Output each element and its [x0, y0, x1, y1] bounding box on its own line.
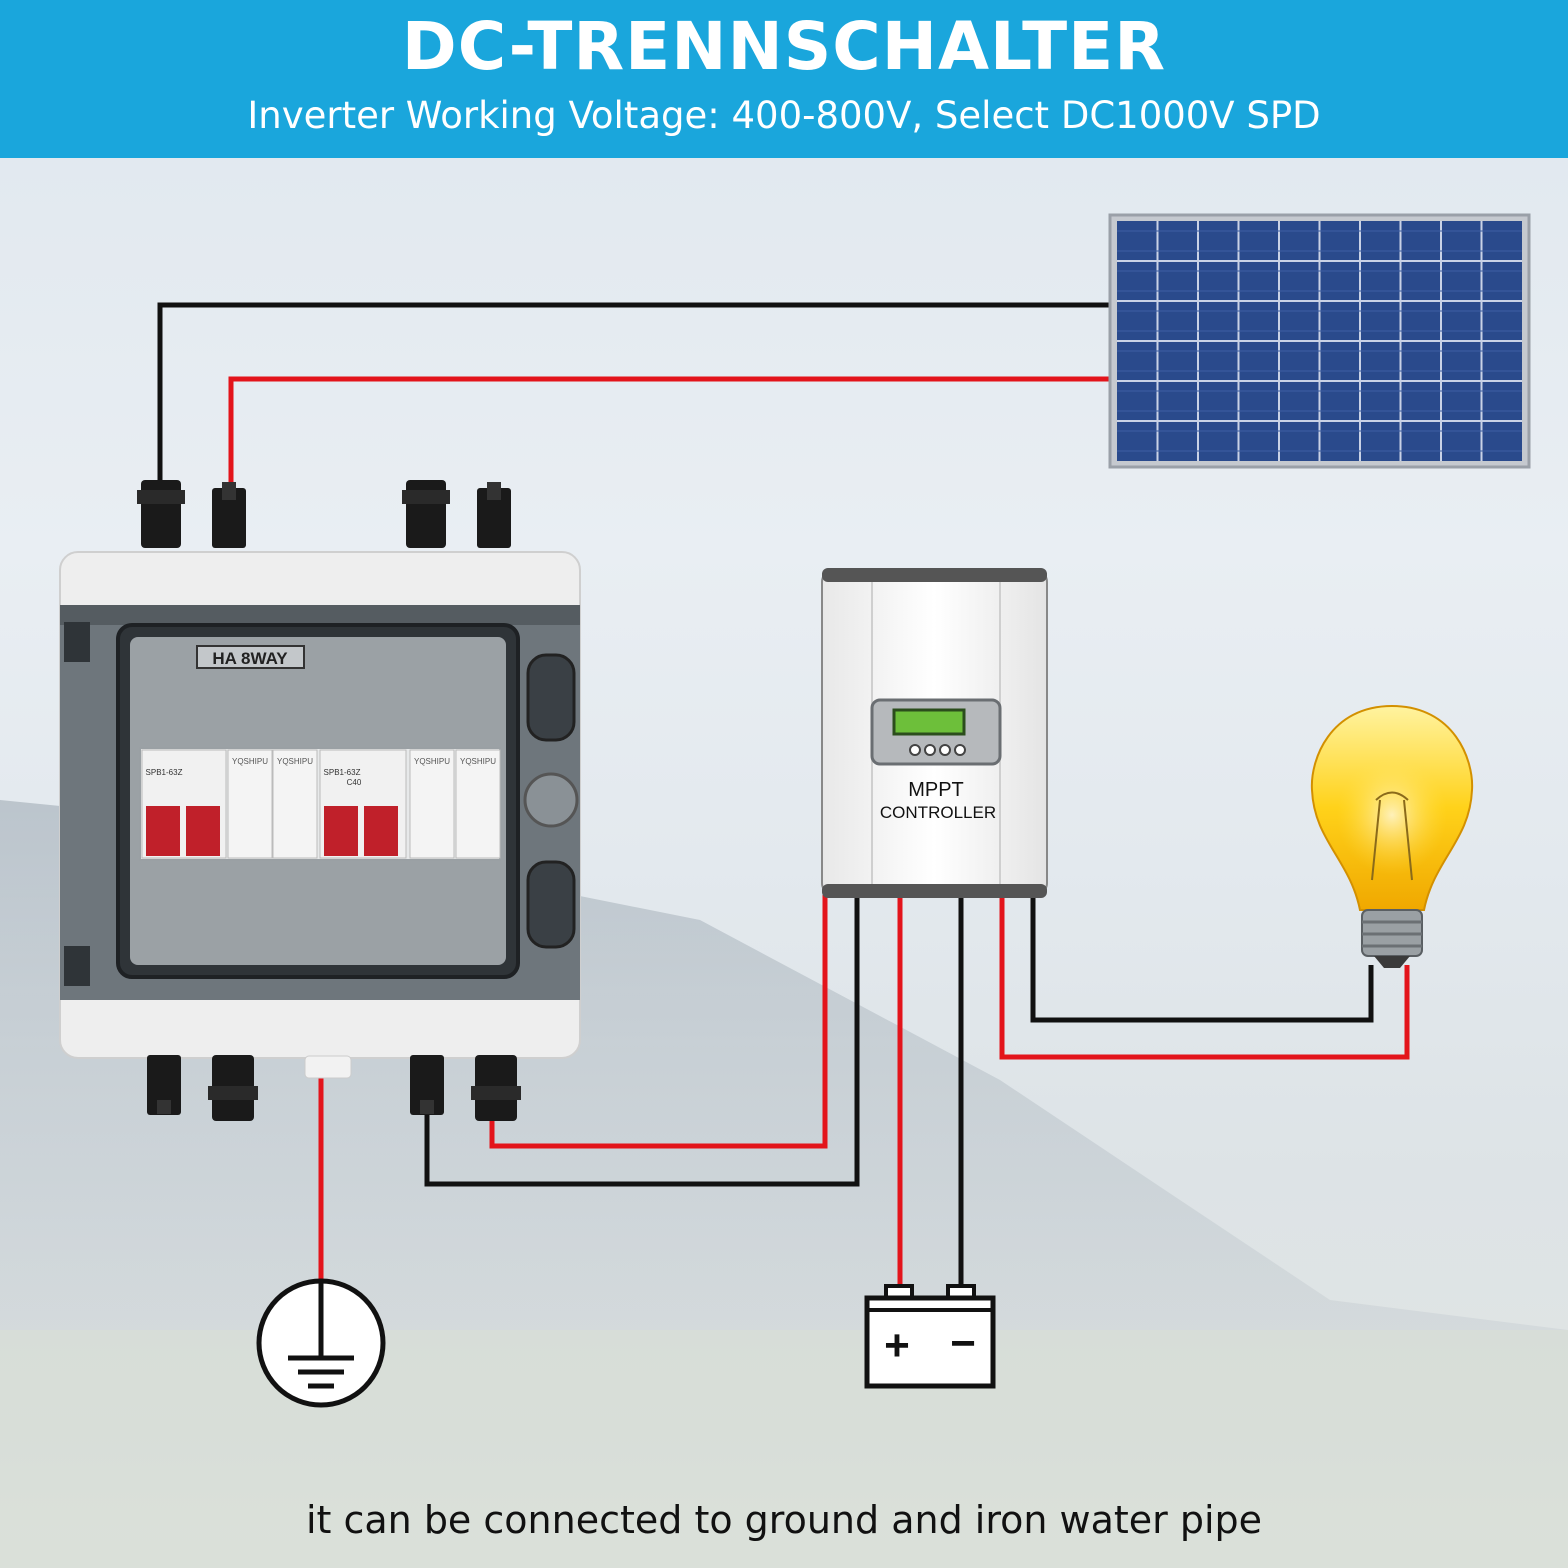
breaker-1-model: SPB1-63Z — [146, 768, 183, 777]
wire-controller-to-bulb-black — [1030, 895, 1374, 1023]
breaker-modules: SPB1-63Z YQSHIPU YQSHIPU SPB1-63Z C40 YQ… — [139, 747, 501, 861]
controller-label-line2: CONTROLLER — [880, 803, 996, 822]
page-subtitle: Inverter Working Voltage: 400-800V, Sele… — [247, 94, 1321, 137]
controller-label-line1: MPPT — [908, 779, 964, 801]
connectors-bottom — [147, 1055, 521, 1121]
ground-caption: it can be connected to ground and iron w… — [305, 1498, 1263, 1542]
page-title: DC-TRENNSCHALTER — [401, 8, 1167, 85]
combiner-label: HA 8WAY — [212, 649, 288, 668]
wires — [157, 302, 1410, 1290]
light-bulb-icon — [1310, 704, 1474, 968]
wire-box-to-controller-red — [489, 895, 828, 1149]
header-banner — [0, 0, 1568, 158]
mppt-controller: MPPT CONTROLLER — [821, 568, 1048, 898]
spd-3-brand: YQSHIPU — [414, 757, 450, 766]
ground-symbol-icon — [256, 1278, 386, 1408]
spd-1-brand: YQSHIPU — [232, 757, 268, 766]
breaker-2-model: SPB1-63Z — [324, 768, 361, 777]
wire-box-to-controller-black — [424, 895, 860, 1187]
battery-plus: + — [884, 1321, 910, 1370]
combiner-box: HA 8WAY SPB1-63Z YQSHIPU YQSHIPU SPB1-63… — [59, 480, 581, 1121]
solar-panel — [1108, 213, 1531, 469]
wire-controller-to-bulb-red — [999, 895, 1410, 1060]
battery-icon: + − — [864, 1284, 996, 1389]
battery-minus: − — [950, 1319, 976, 1368]
breaker-2-rating: C40 — [347, 778, 362, 787]
spd-4-brand: YQSHIPU — [460, 757, 496, 766]
wire-panel-to-box-black — [157, 302, 1112, 485]
connectors-top — [137, 480, 511, 548]
solar-panel-grid — [1117, 221, 1522, 461]
wire-panel-to-box-red — [228, 376, 1112, 490]
spd-2-brand: YQSHIPU — [277, 757, 313, 766]
